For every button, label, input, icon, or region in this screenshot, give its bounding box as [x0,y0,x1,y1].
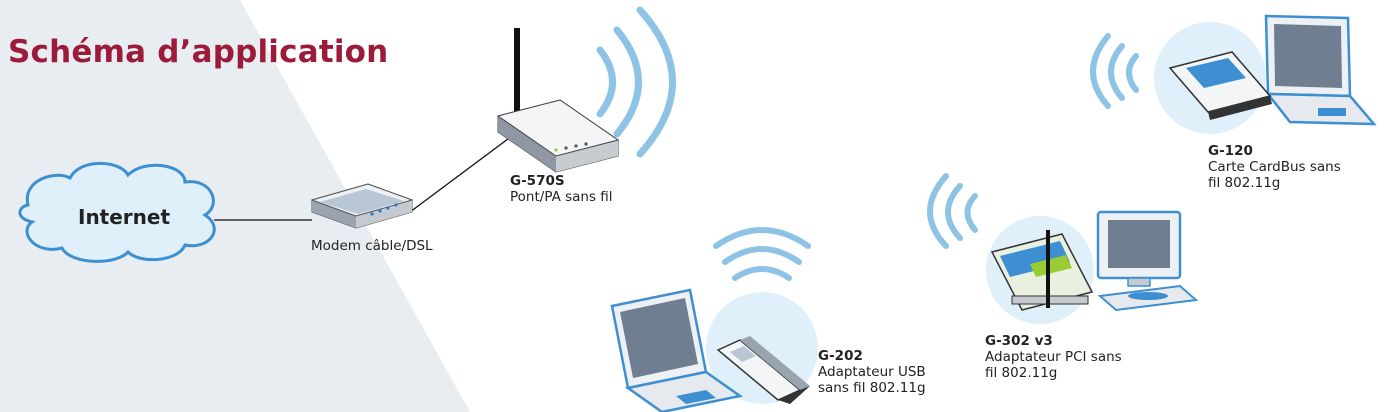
modem-label: Modem câble/DSL [311,238,433,254]
cardbus-signal-waves-icon [1090,33,1139,109]
router-signal-waves-icon [596,6,676,158]
pci-signal-waves-icon [927,173,978,249]
cardbus-adapter-desc-1: Carte CardBus sans [1208,159,1341,175]
pci-adapter-desc-2: fil 802.11g [985,365,1058,381]
usb-adapter-label: G-202 Adaptateur USB sans fil 802.11g [818,348,926,396]
pci-card-icon [990,230,1094,311]
page-title: Schéma d’application [8,34,389,70]
router-icon [496,28,620,173]
modem-icon [310,183,414,229]
cardbus-adapter-label: G-120 Carte CardBus sans fil 802.11g [1208,143,1341,191]
usb-adapter-desc-2: sans fil 802.11g [818,380,926,396]
desktop-computer-icon [1096,210,1199,312]
router-name: G-570S [510,173,565,189]
laptop-icon [1264,14,1377,126]
router-desc: Pont/PA sans fil [510,189,613,205]
pci-adapter-label: G-302 v3 Adaptateur PCI sans fil 802.11g [985,333,1122,381]
internet-label: Internet [78,205,171,229]
pci-adapter-desc-1: Adaptateur PCI sans [985,349,1122,365]
link-modem-router [409,135,513,213]
cardbus-adapter-desc-2: fil 802.11g [1208,175,1281,191]
usb-signal-waves-icon [713,227,811,281]
usb-adapter-name: G-202 [818,348,863,364]
cardbus-adapter-name: G-120 [1208,143,1253,159]
cardbus-card-icon [1168,51,1272,120]
laptop-icon [610,288,744,412]
usb-stick-icon [716,336,810,404]
usb-adapter-desc-1: Adaptateur USB [818,364,926,380]
modem-label-text: Modem câble/DSL [311,238,433,254]
router-label: G-570S Pont/PA sans fil [510,173,613,205]
internet-cloud-icon [18,161,216,263]
pci-adapter-name: G-302 v3 [985,333,1053,349]
